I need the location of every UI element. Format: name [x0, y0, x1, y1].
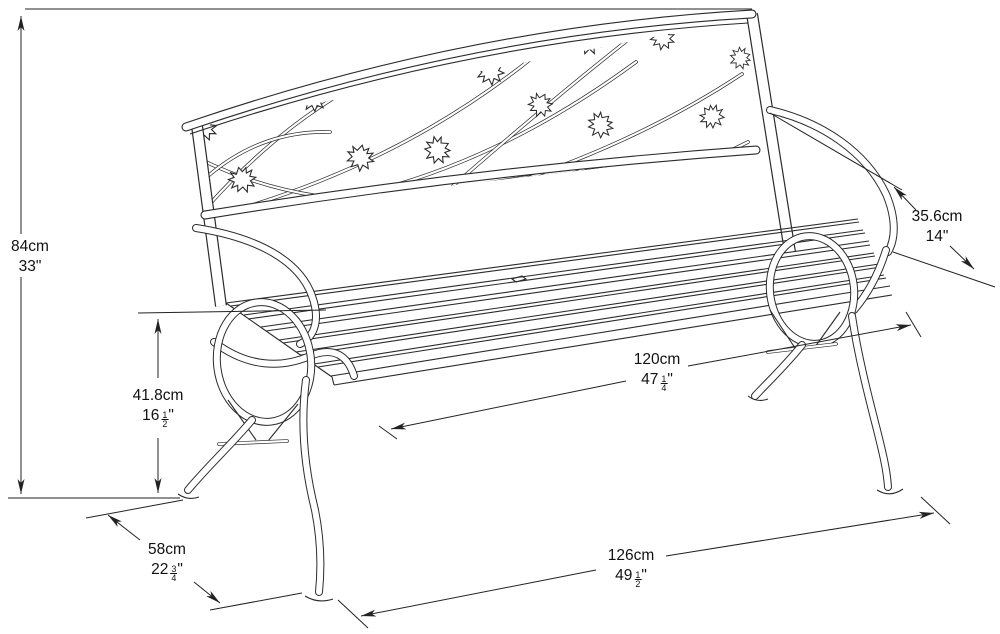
dim-seat-depth-in: 14" [925, 228, 949, 245]
dim-depth-cm: 58cm [148, 541, 186, 558]
dim-height-in: 33" [18, 258, 42, 275]
dim-seat-depth-cm: 35.6cm [911, 208, 963, 225]
dimension-lines [8, 8, 996, 629]
backrest-frame [181, 9, 796, 307]
dim-label-height: 84cm 33" [11, 237, 49, 277]
dim-width-cm: 126cm [607, 547, 655, 564]
dim-seat-height-cm: 41.8cm [132, 387, 184, 404]
seat-slats [225, 218, 893, 386]
dim-height-cm: 84cm [11, 238, 49, 255]
left-leg [177, 298, 334, 602]
right-armrest [766, 106, 898, 314]
right-leg [747, 232, 904, 495]
dim-seat-width-cm: 120cm [633, 351, 681, 368]
dim-label-seat-depth: 35.6cm 14" [912, 207, 963, 247]
